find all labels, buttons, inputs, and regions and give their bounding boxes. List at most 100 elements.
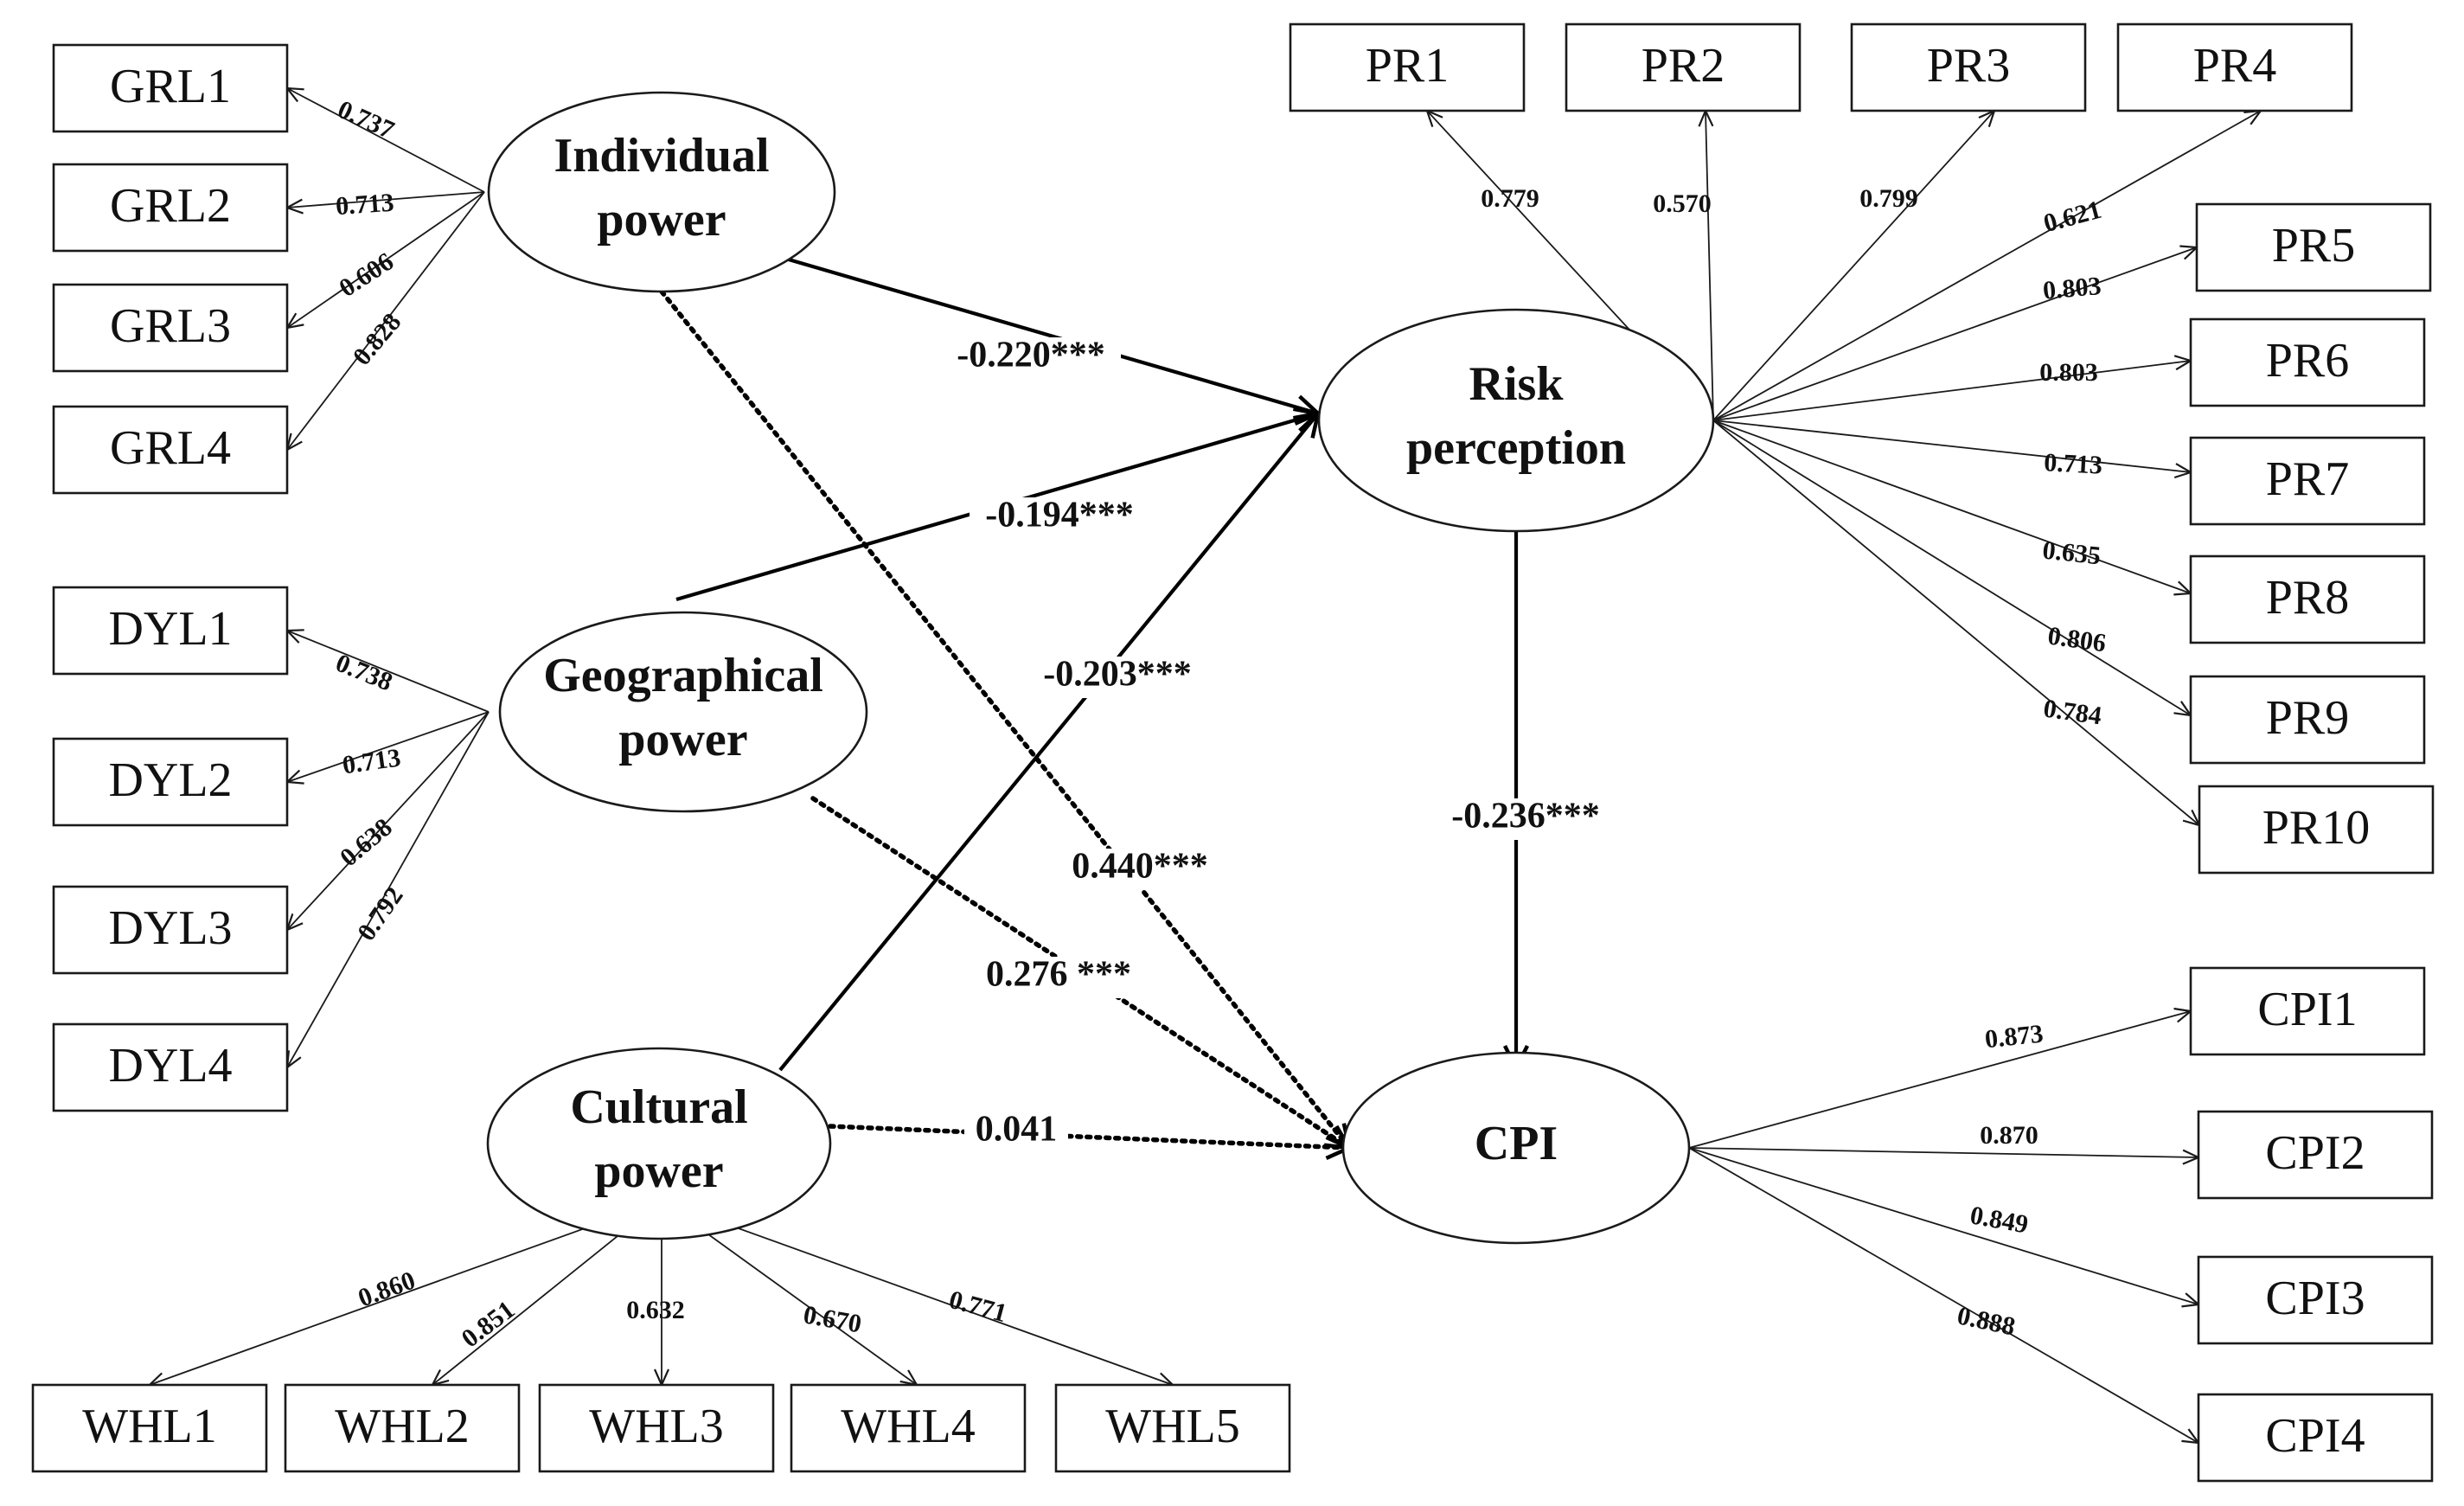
- path-coef-geographical-cpi: 0.276 ***: [986, 955, 1131, 995]
- indicator-label-pr1: PR1: [1366, 39, 1450, 93]
- loading-label-dyl2: 0.713: [341, 743, 402, 779]
- loading-arrow-pr10: [1712, 420, 2199, 825]
- indicator-box-whl3: [538, 1383, 775, 1473]
- loading-arrow-pr9: [1712, 420, 2191, 715]
- loading-label-pr7: 0.713: [2044, 448, 2103, 479]
- path-label-bg-geographical-risk: [970, 497, 1149, 539]
- loading-arrow-grl4: [287, 191, 485, 450]
- path-label-bg-cultural-risk: [1027, 657, 1207, 698]
- loading-arrow-pr2: [1706, 111, 1714, 421]
- indicator-label-dyl1: DYL1: [108, 602, 232, 656]
- indicator-box-pr6: [2189, 317, 2426, 407]
- latent-label-risk-line2: perception: [1406, 421, 1626, 475]
- loading-label-dyl1: 0.738: [332, 649, 397, 697]
- latent-label-geographical-line2: power: [618, 713, 747, 766]
- indicator-label-whl4: WHL4: [841, 1400, 976, 1453]
- indicator-label-pr9: PR9: [2266, 691, 2350, 745]
- loading-label-cpi4: 0.888: [1955, 1301, 2018, 1341]
- indicator-label-grl4: GRL4: [110, 421, 231, 475]
- latent-label-cultural-line2: power: [594, 1144, 723, 1198]
- loading-arrow-pr3: [1712, 111, 1994, 421]
- indicator-label-pr4: PR4: [2193, 39, 2277, 93]
- latent-label-cultural-line1: Cultural: [570, 1080, 747, 1134]
- indicator-box-grl3: [52, 283, 289, 373]
- loading-label-pr9: 0.806: [2046, 621, 2108, 657]
- indicator-label-cpi1: CPI1: [2257, 983, 2357, 1036]
- indicator-box-dyl4: [52, 1022, 289, 1112]
- loading-label-whl5: 0.771: [946, 1285, 1010, 1328]
- indicator-label-pr5: PR5: [2272, 219, 2356, 272]
- loading-arrow-pr5: [1712, 247, 2197, 421]
- indicator-box-cpi4: [2197, 1393, 2434, 1483]
- path-coef-cultural-cpi: 0.041: [976, 1110, 1058, 1150]
- loading-label-grl3: 0.606: [334, 247, 399, 303]
- loading-label-dyl3: 0.638: [335, 813, 398, 873]
- loading-label-grl1: 0.737: [334, 95, 399, 145]
- loading-arrow-cpi4: [1688, 1147, 2198, 1443]
- indicator-box-pr5: [2195, 202, 2432, 292]
- latent-ellipse-individual: [487, 91, 836, 293]
- latent-label-risk-line1: Risk: [1469, 357, 1565, 411]
- loading-label-cpi3: 0.849: [1968, 1201, 2030, 1239]
- indicator-box-dyl3: [52, 885, 289, 975]
- latent-ellipse-geographical: [498, 611, 868, 813]
- loading-label-pr5: 0.803: [2042, 272, 2102, 305]
- loading-label-cpi1: 0.873: [1983, 1019, 2045, 1054]
- latent-ellipse-cpi: [1341, 1051, 1691, 1245]
- indicator-label-pr7: PR7: [2266, 452, 2350, 506]
- loading-arrow-pr6: [1712, 361, 2191, 421]
- indicator-label-cpi2: CPI2: [2265, 1126, 2365, 1180]
- path-coef-individual-risk: -0.220***: [957, 336, 1105, 375]
- loading-label-whl3: 0.632: [626, 1296, 685, 1324]
- path-label-bg-individual-risk: [941, 337, 1121, 379]
- indicator-box-pr10: [2198, 785, 2435, 875]
- loading-arrow-whl5: [661, 1200, 1173, 1385]
- indicator-label-pr6: PR6: [2266, 334, 2350, 388]
- loading-label-cpi2: 0.870: [1980, 1121, 2038, 1150]
- path-arrow-cultural-risk: [778, 413, 1318, 1072]
- indicator-box-grl1: [52, 43, 289, 133]
- loading-arrow-dyl1: [287, 631, 490, 713]
- path-coef-cultural-risk: -0.203***: [1043, 655, 1192, 695]
- loading-label-pr4: 0.621: [2040, 195, 2104, 238]
- path-arrow-individual-risk: [782, 255, 1318, 413]
- loading-label-dyl4: 0.792: [352, 881, 409, 945]
- latent-ellipse-cultural: [486, 1047, 832, 1240]
- path-arrow-geographical-cpi: [810, 796, 1349, 1150]
- loading-arrow-dyl4: [287, 711, 490, 1067]
- loading-label-pr6: 0.803: [2039, 358, 2098, 387]
- indicator-label-cpi4: CPI4: [2265, 1409, 2365, 1463]
- indicator-box-cpi1: [2189, 966, 2426, 1056]
- loading-arrow-pr8: [1712, 420, 2191, 593]
- loading-arrow-pr4: [1712, 111, 2261, 421]
- indicator-box-whl4: [790, 1383, 1027, 1473]
- indicator-box-dyl2: [52, 737, 289, 827]
- loading-arrow-whl1: [150, 1200, 662, 1385]
- indicator-label-pr2: PR2: [1642, 39, 1725, 93]
- loading-label-whl2: 0.851: [457, 1295, 521, 1353]
- path-arrow-individual-cpi: [659, 289, 1349, 1148]
- indicator-label-whl2: WHL2: [335, 1400, 470, 1453]
- indicator-label-pr8: PR8: [2266, 571, 2350, 625]
- loading-label-pr1: 0.779: [1481, 184, 1539, 213]
- loading-label-pr10: 0.784: [2042, 694, 2103, 730]
- indicator-box-dyl1: [52, 586, 289, 676]
- indicator-box-pr8: [2189, 554, 2426, 644]
- latent-label-individual-line2: power: [597, 193, 726, 247]
- indicator-box-pr2: [1565, 22, 1802, 112]
- loading-arrow-dyl2: [287, 711, 490, 782]
- loading-arrow-grl2: [287, 191, 485, 208]
- latent-label-cpi-line1: CPI: [1475, 1117, 1558, 1170]
- indicator-box-whl5: [1054, 1383, 1291, 1473]
- indicator-label-pr3: PR3: [1927, 39, 2011, 93]
- path-label-bg-risk-cpi: [1436, 798, 1616, 840]
- latent-label-geographical-line1: Geographical: [543, 649, 823, 702]
- path-arrow-cultural-cpi: [828, 1124, 1352, 1148]
- loading-arrow-pr7: [1712, 420, 2191, 472]
- path-coef-risk-cpi: -0.236***: [1451, 797, 1600, 836]
- indicator-label-dyl2: DYL2: [108, 753, 232, 807]
- indicator-label-grl3: GRL3: [110, 299, 231, 353]
- loading-label-grl2: 0.713: [335, 189, 395, 221]
- indicator-box-whl1: [31, 1383, 268, 1473]
